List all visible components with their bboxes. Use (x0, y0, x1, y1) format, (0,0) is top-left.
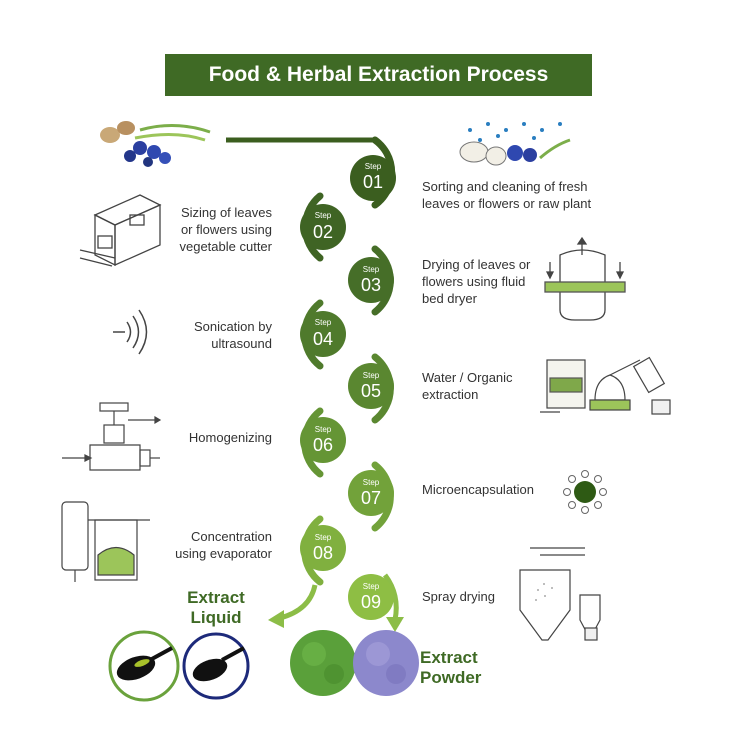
svg-text:05: 05 (361, 381, 381, 401)
svg-text:Step: Step (363, 478, 380, 487)
purple-powder-icon (353, 630, 419, 696)
svg-text:Step: Step (315, 318, 332, 327)
svg-text:Step: Step (315, 533, 332, 542)
svg-text:Step: Step (363, 265, 380, 274)
step-07-label: Microencapsulation (422, 482, 535, 497)
svg-text:04: 04 (313, 329, 333, 349)
page-title: Food & Herbal Extraction Process (165, 54, 592, 96)
cleaning-icon (459, 122, 571, 166)
step-02-label: Sizing of leaves or flowers using vegeta… (179, 205, 272, 254)
svg-text:03: 03 (361, 275, 381, 295)
evaporator-icon (61, 501, 150, 582)
step-03-label: Drying of leaves or flowers using fluid … (422, 257, 531, 306)
step-circle-08: Step 08 (300, 525, 346, 571)
step-circle-02: Step 02 (300, 204, 346, 250)
svg-text:06: 06 (313, 435, 333, 455)
extract-liquid-arrow (268, 584, 318, 628)
step-circle-06: Step 06 (300, 417, 346, 463)
step-circle-03: Step 03 (348, 257, 394, 303)
fluid-bed-dryer-icon (544, 236, 626, 321)
vegetable-cutter-icon (79, 194, 162, 267)
svg-text:Step: Step (315, 211, 332, 220)
svg-text:01: 01 (363, 172, 383, 192)
homogenizer-icon (62, 402, 162, 471)
extract-liquid-label: Extract Liquid (187, 588, 245, 627)
step-circle-01: Step 01 (350, 155, 396, 201)
svg-text:09: 09 (361, 592, 381, 612)
liquid-spoon-icon-1 (108, 630, 180, 702)
microencapsulation-icon (563, 470, 607, 514)
step-circle-09: Step 09 (348, 574, 394, 620)
step-08-label: Concentration using evaporator (175, 529, 272, 561)
step-circle-04: Step 04 (300, 311, 346, 357)
svg-text:07: 07 (361, 488, 381, 508)
extraction-icon (540, 356, 671, 415)
step-09-label: Spray drying (422, 589, 495, 604)
step-circle-07: Step 07 (348, 470, 394, 516)
extract-powder-label: Extract Powder (420, 648, 482, 687)
step-01-label: Sorting and cleaning of fresh leaves or … (422, 179, 592, 211)
svg-text:Step: Step (365, 162, 382, 171)
green-powder-icon (290, 630, 356, 696)
extract-powder-arrow (382, 573, 404, 632)
ultrasound-icon (113, 309, 148, 355)
step-06-label: Homogenizing (188, 430, 272, 445)
step-circle-05: Step 05 (348, 363, 394, 409)
svg-text:Step: Step (315, 425, 332, 434)
svg-text:Step: Step (363, 582, 380, 591)
svg-text:02: 02 (313, 222, 333, 242)
step-05-label: Water / Organic extraction (422, 370, 513, 402)
spray-dryer-icon (519, 547, 601, 641)
liquid-spoon-icon-2 (182, 632, 250, 700)
step-04-label: Sonication by ultrasound (193, 319, 272, 351)
svg-text:08: 08 (313, 543, 333, 563)
herbs-icon (100, 121, 211, 167)
svg-text:Step: Step (363, 371, 380, 380)
